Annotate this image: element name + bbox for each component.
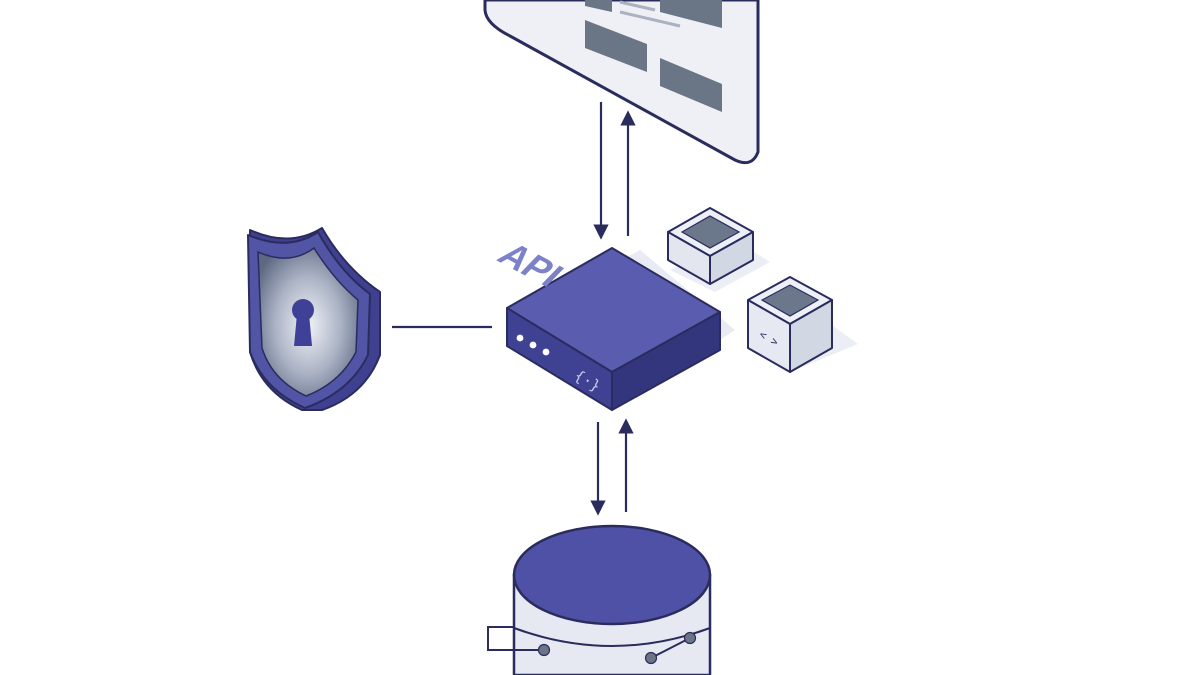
api-gateway-box: API {·} [490,236,735,411]
module-cube-2: < > [747,276,858,373]
data-link-right [644,631,697,665]
client-window [483,0,760,165]
database-cylinder [487,524,712,675]
data-link-left [487,626,551,657]
status-indicator-icon [516,334,550,356]
security-shield [247,227,381,411]
window-content-block [585,0,722,112]
keyhole-icon [292,299,314,346]
module-cube-1 [667,207,770,292]
